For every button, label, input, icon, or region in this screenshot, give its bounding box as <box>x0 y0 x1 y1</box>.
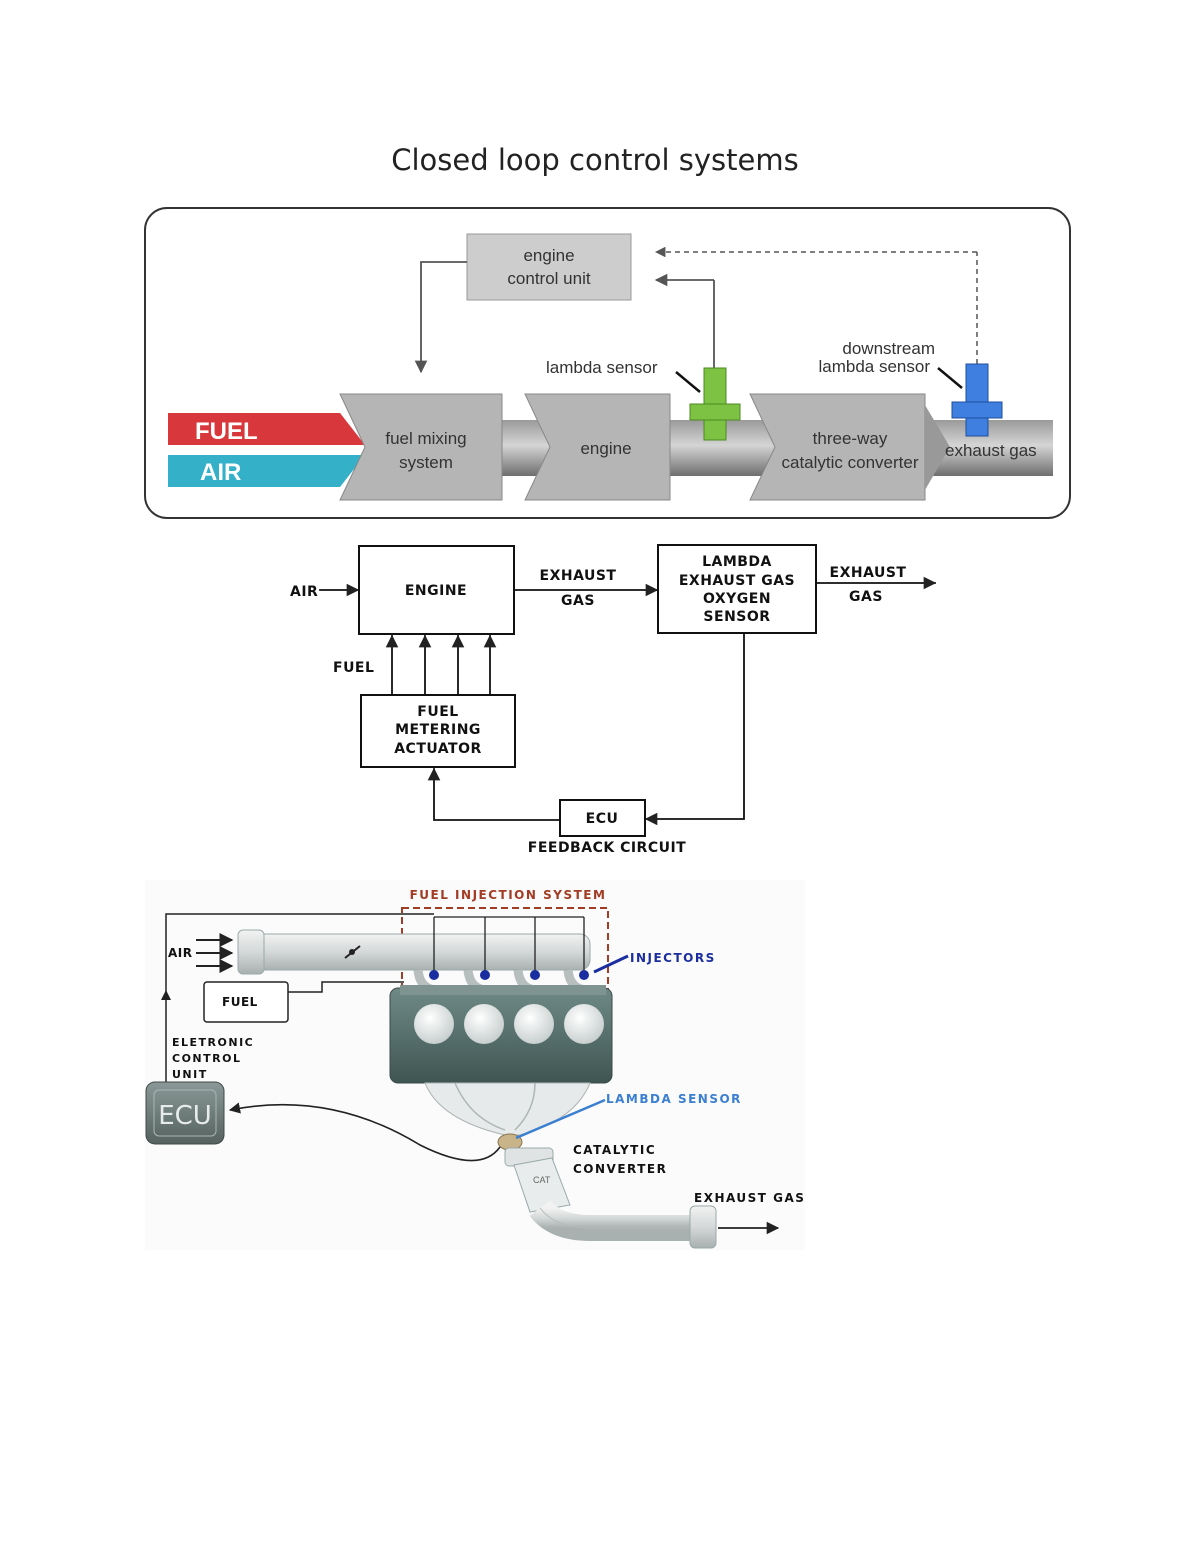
engine-label: engine <box>580 439 631 458</box>
sensor-label-1: LAMBDA <box>702 554 772 570</box>
intake-mouth <box>237 929 265 975</box>
tail-pipe-end <box>689 1205 717 1249</box>
downstream-pointer <box>937 367 963 389</box>
manifold-runner-b <box>514 1082 536 1131</box>
ecu-box <box>466 233 632 301</box>
ecu-unit-text: ECU <box>158 1101 212 1131</box>
cylinder-2 <box>464 1004 504 1044</box>
exhaust-label-1b: GAS <box>561 593 595 609</box>
cylinder-3 <box>514 1004 554 1044</box>
ecu-to-mixing-arrow <box>414 261 467 374</box>
fuel-label: FUEL <box>195 418 258 445</box>
exhaust-label-2a: EXHAUST <box>830 565 907 581</box>
diagram-3: FUEL INJECTION SYSTEM INJECTORS AIR <box>145 880 805 1250</box>
intake-manifold <box>244 933 591 971</box>
injector-4 <box>579 970 589 980</box>
exhaust-label-2b: GAS <box>849 589 883 605</box>
ecu-control-wire <box>165 913 434 1082</box>
exhaust-label-1a: EXHAUST <box>540 568 617 584</box>
injector-2 <box>480 970 490 980</box>
injector-3 <box>530 970 540 980</box>
fuel-box-label: FUEL <box>222 995 258 1009</box>
cat-body <box>513 1157 571 1213</box>
sensor-label-4: SENSOR <box>703 609 770 625</box>
catalytic-converter-block <box>749 393 926 501</box>
lambda-sensor-box <box>657 544 817 634</box>
ecu-box-2 <box>559 799 646 837</box>
ecu-to-actuator-line <box>427 767 561 821</box>
air-arrow <box>168 455 365 487</box>
cylinder-4 <box>564 1004 604 1044</box>
lambda-pointer-3 <box>515 1098 606 1140</box>
lambda-to-ecu-wire <box>228 1102 501 1162</box>
engine-box <box>358 545 515 635</box>
ecu-wire-arrowhead <box>161 990 171 1000</box>
injectors-pointer <box>593 954 629 974</box>
injector-1 <box>429 970 439 980</box>
actuator-label-1: FUEL <box>417 704 458 720</box>
downstream-label-1: downstream <box>842 339 935 358</box>
fuel-line <box>288 981 404 993</box>
downstream-label-2: lambda sensor <box>818 357 930 376</box>
cat-body-label: CAT <box>533 1175 551 1185</box>
lambda-sensor-flange <box>689 403 741 421</box>
sensor-to-ecu-line <box>644 632 745 826</box>
engine-box-label: ENGINE <box>405 583 467 599</box>
cat-label-2: catalytic converter <box>782 453 919 472</box>
lambda-pointer <box>675 371 701 393</box>
throttle-plate <box>344 945 361 959</box>
cylinder-1 <box>414 1004 454 1044</box>
page-title: Closed loop control systems <box>391 143 799 177</box>
cat-label-1: three-way <box>813 429 888 448</box>
air-label-3: AIR <box>168 946 193 960</box>
ecu-box-2-label: ECU <box>586 811 619 827</box>
ecu-unit-label-3: UNIT <box>172 1068 208 1081</box>
engine-head <box>400 985 606 995</box>
lambda-label-3: LAMBDA SENSOR <box>606 1092 742 1106</box>
converter-tip <box>925 405 950 490</box>
ecu-unit-label-1: ELETRONIC <box>172 1036 254 1049</box>
ecu-label-2: control unit <box>507 269 590 288</box>
ecu-unit-label-2: CONTROL <box>172 1052 241 1065</box>
downstream-sensor-body <box>965 363 989 437</box>
tail-pipe-line <box>539 1207 698 1229</box>
exhaust-label-3: EXHAUST GAS <box>694 1191 805 1205</box>
ecu-unit <box>145 1081 225 1145</box>
cat-label-1: CATALYTIC <box>573 1143 656 1157</box>
fuel-injection-label: FUEL INJECTION SYSTEM <box>410 888 607 902</box>
fuel-metering-actuator-box <box>360 694 516 768</box>
air-label: AIR <box>200 459 241 486</box>
fuel-mixing-label-2: system <box>399 453 453 472</box>
sensor-label-3: OXYGEN <box>703 591 771 607</box>
ecu-unit-inner <box>153 1089 217 1137</box>
engine-block <box>524 393 671 501</box>
injectors-label: INJECTORS <box>630 951 716 965</box>
feedback-circuit-label: FEEDBACK CIRCUIT <box>528 840 686 856</box>
air-input-label: AIR <box>290 584 318 600</box>
downstream-sensor-flange <box>951 401 1003 419</box>
lambda-sensor-label: lambda sensor <box>546 358 658 377</box>
exhaust-gas-label: exhaust gas <box>945 441 1037 460</box>
fuel-arrow <box>168 413 365 445</box>
fuel-mixing-label-1: fuel mixing <box>385 429 466 448</box>
actuator-label-2: METERING <box>395 722 481 738</box>
fuel-mixing-block <box>339 393 503 501</box>
ecu-label-1: engine <box>523 246 574 265</box>
sensor-label-2: EXHAUST GAS <box>679 573 795 589</box>
diagram-2: ENGINE AIR EXHAUST GAS LAMBDA EXHAUST GA… <box>290 544 937 856</box>
cat-label-2: CONVERTER <box>573 1162 667 1176</box>
actuator-label-3: ACTUATOR <box>394 741 482 757</box>
manifold-runner-a <box>454 1082 506 1131</box>
fuel-box <box>203 981 289 1023</box>
diagram-1: FUEL AIR fuel mixing system engine three… <box>144 207 1071 519</box>
fuel-input-label: FUEL <box>333 660 374 676</box>
